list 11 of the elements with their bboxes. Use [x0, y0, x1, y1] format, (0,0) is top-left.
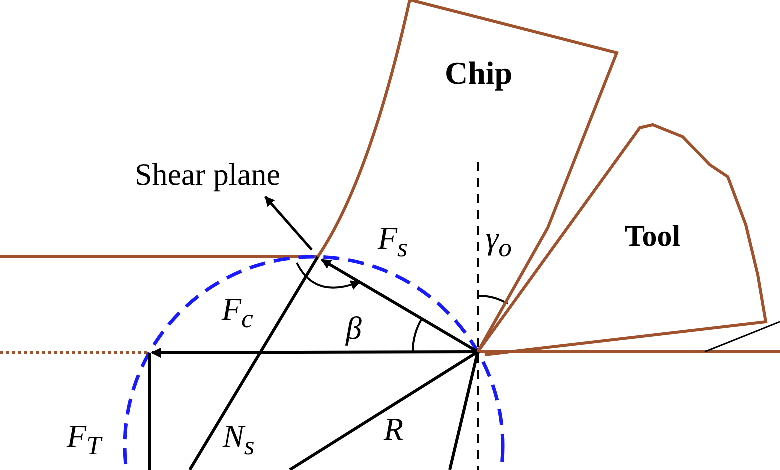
part-label: Chip: [445, 57, 513, 89]
force-label: F$_{T}$: [67, 420, 102, 460]
force-label: F$_{s}$: [378, 222, 408, 262]
angle-label: β: [346, 312, 362, 344]
leader-arrow: [264, 196, 313, 251]
force-label: F$_{c}$: [222, 293, 254, 332]
angle-label: γ$_{o}$: [486, 222, 512, 262]
callout-label: Shear plane: [135, 159, 280, 190]
force-label: R: [384, 413, 404, 445]
part-label: Tool: [625, 222, 681, 252]
force-label: N$_{s}$: [223, 420, 255, 460]
